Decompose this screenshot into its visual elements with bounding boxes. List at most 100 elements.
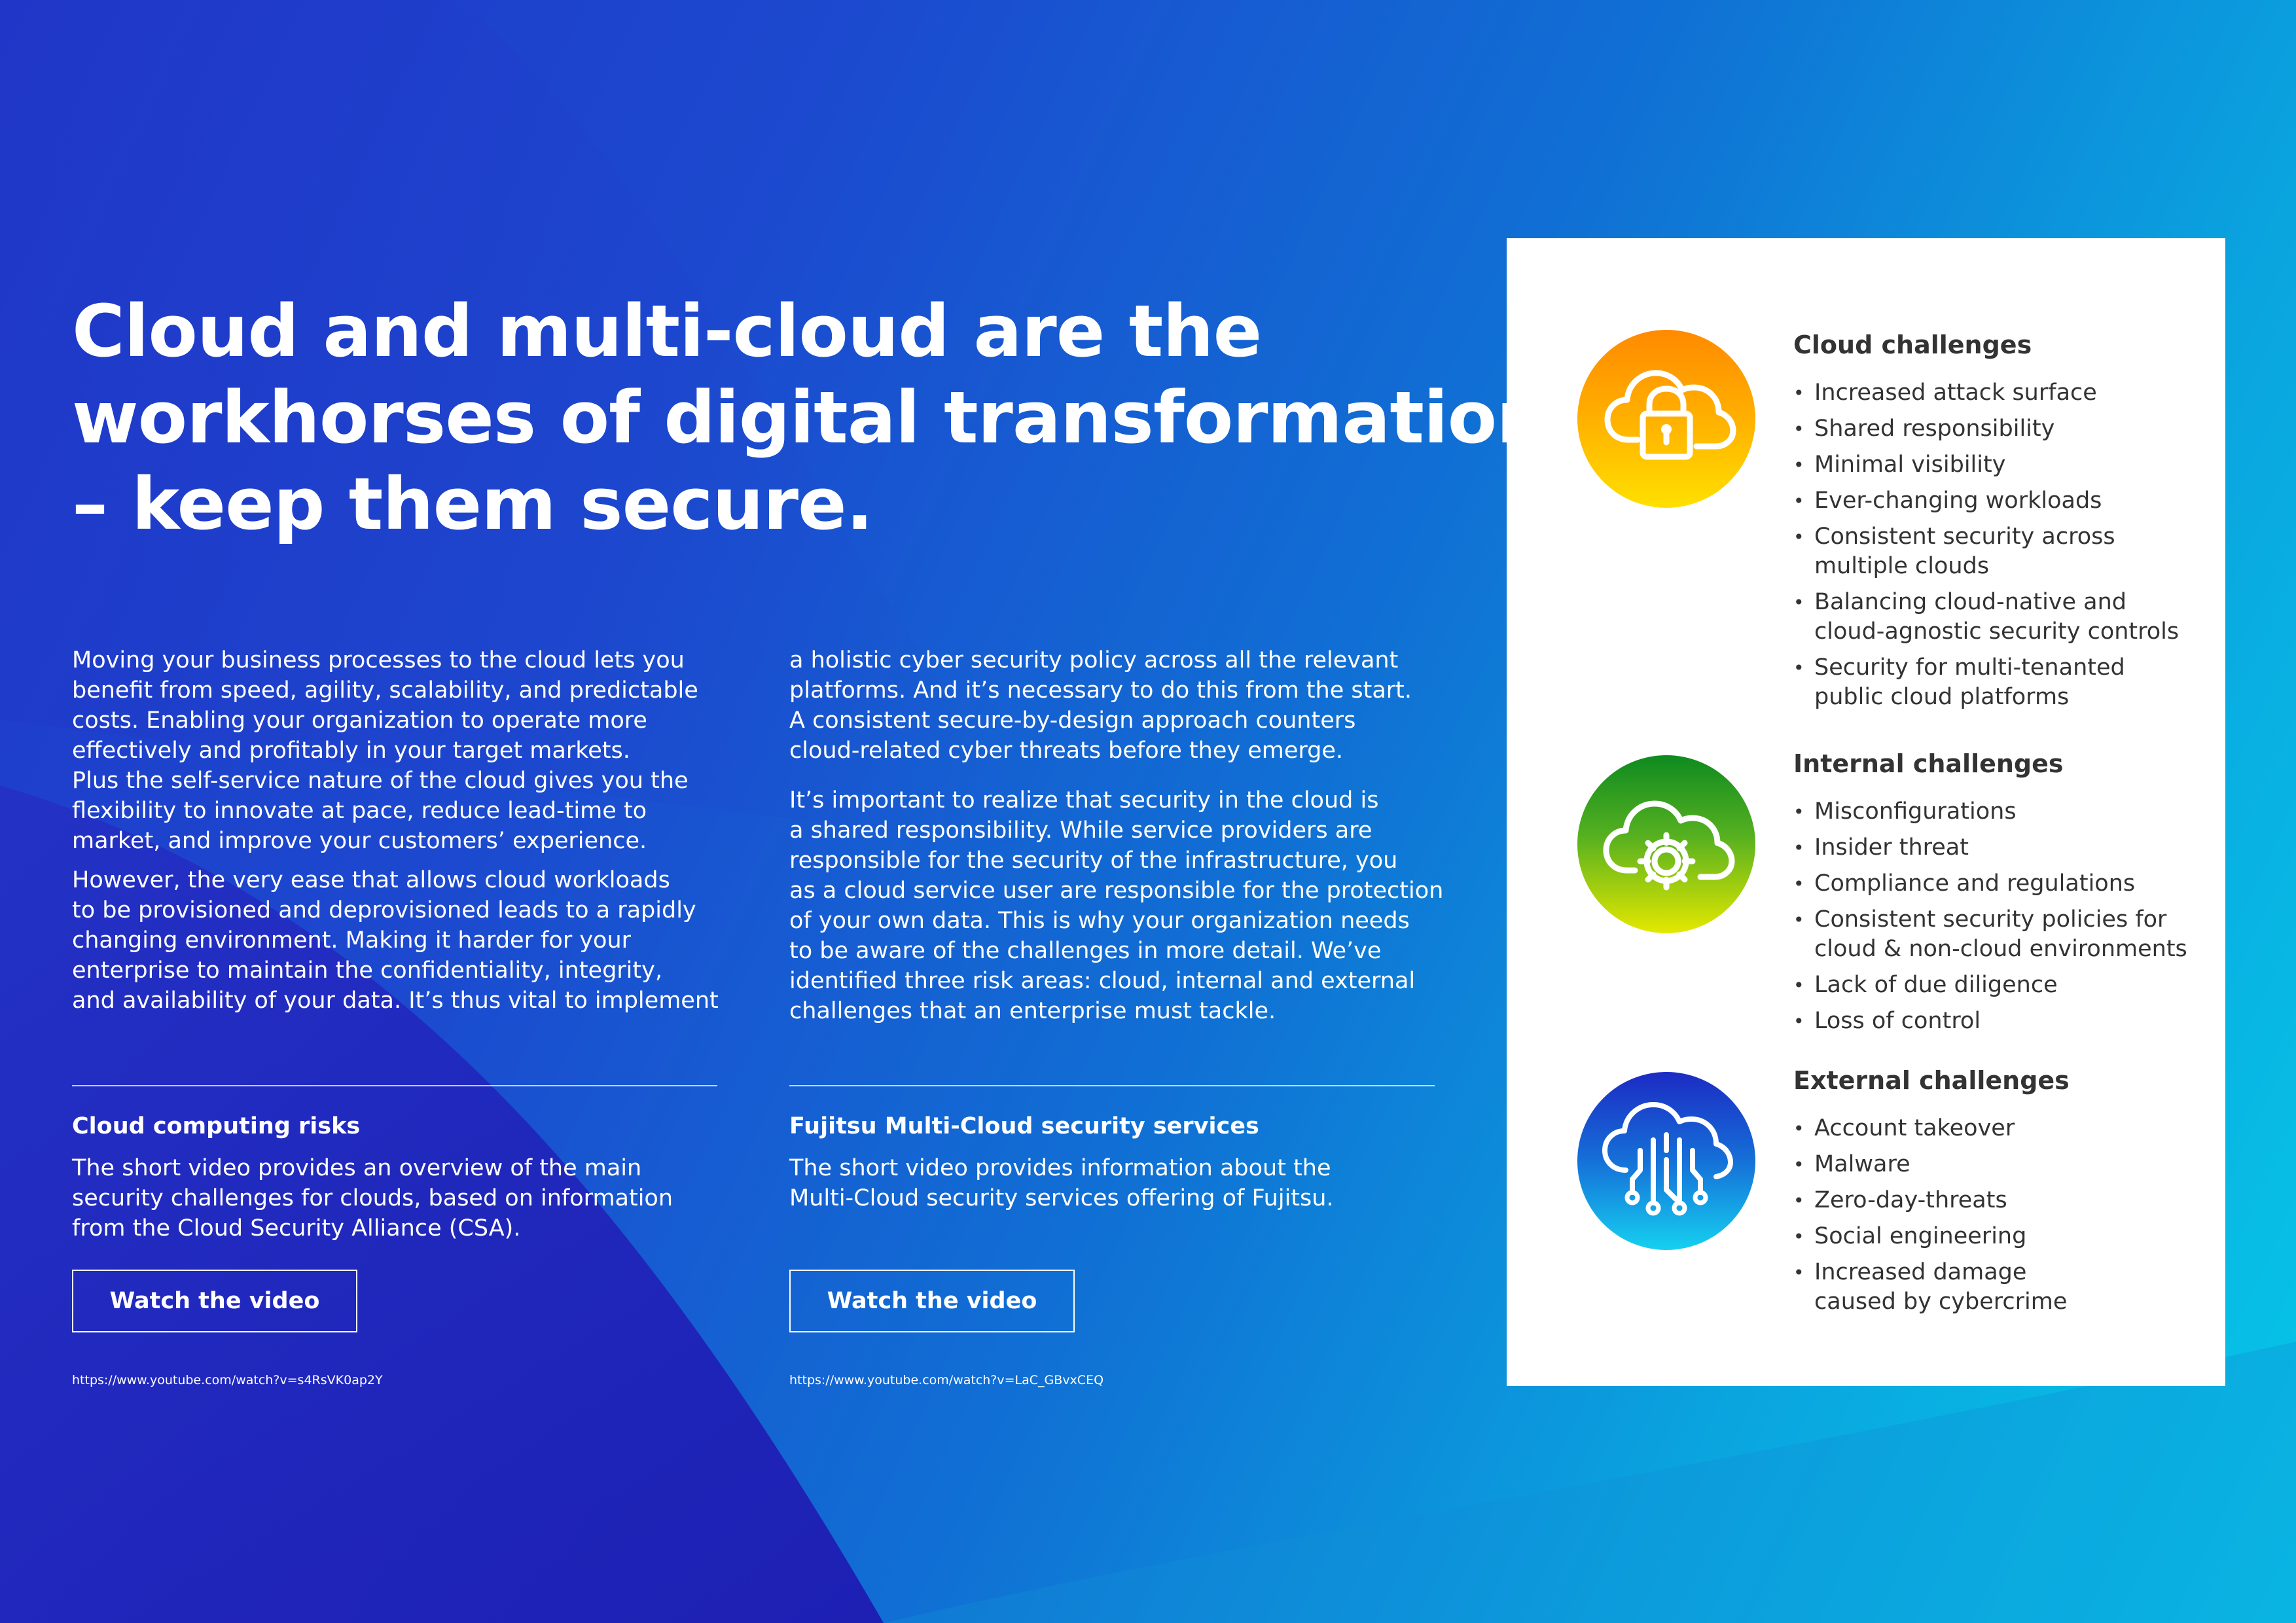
video-title-cloud-risks: Cloud computing risks xyxy=(72,1113,361,1139)
video-link-cloud-risks[interactable]: https://www.youtube.com/watch?v=s4RsVK0a… xyxy=(72,1373,383,1387)
text-line: from the Cloud Security Alliance (CSA). xyxy=(72,1215,521,1241)
text-line: a shared responsibility. While service p… xyxy=(789,817,1372,844)
text-line: enterprise to maintain the confidentiali… xyxy=(72,957,662,984)
text-line: a holistic cyber security policy across … xyxy=(789,647,1399,673)
text-line: responsible for the security of the infr… xyxy=(789,847,1398,874)
page-title: Cloud and multi-cloud are the workhorses… xyxy=(72,288,1548,547)
list-item: Compliance and regulations xyxy=(1793,869,2187,899)
text-line: cloud-agnostic security controls xyxy=(1814,618,2179,645)
text-line: Security for multi-tenanted xyxy=(1814,654,2125,681)
text-line: of your own data. This is why your organ… xyxy=(789,908,1410,934)
text-line: changing environment. Making it harder f… xyxy=(72,927,632,954)
text-line: Lack of due diligence xyxy=(1814,972,2058,998)
cloud-gear-icon xyxy=(1577,755,1755,933)
list-item: Zero-day-threats xyxy=(1793,1186,2067,1215)
text-line: multiple clouds xyxy=(1814,553,1990,579)
text-line: effectively and profitably in your targe… xyxy=(72,738,630,764)
cloud-challenges-list: Increased attack surface Shared responsi… xyxy=(1793,378,2179,719)
divider xyxy=(789,1085,1435,1086)
intro-column-left: Moving your business processes to the cl… xyxy=(72,645,726,1025)
text-line: platforms. And it’s necessary to do this… xyxy=(789,677,1412,704)
list-item: Malware xyxy=(1793,1150,2067,1179)
title-line-1: Cloud and multi-cloud are the xyxy=(72,289,1262,373)
watch-video-button-fujitsu-security[interactable]: Watch the video xyxy=(789,1270,1075,1332)
text-line: challenges that an enterprise must tackl… xyxy=(789,998,1276,1024)
text-line: identified three risk areas: cloud, inte… xyxy=(789,968,1416,994)
text-line: cloud & non-cloud environments xyxy=(1814,936,2187,962)
text-line: Social engineering xyxy=(1814,1223,2027,1249)
list-item: Loss of control xyxy=(1793,1007,2187,1036)
text-line: flexibility to innovate at pace, reduce … xyxy=(72,798,647,824)
video-title-fujitsu-security: Fujitsu Multi-Cloud security services xyxy=(789,1113,1259,1139)
text-line: costs. Enabling your organization to ope… xyxy=(72,707,647,734)
text-line: caused by cybercrime xyxy=(1814,1289,2068,1315)
text-line: Increased damage xyxy=(1814,1259,2027,1285)
text-line: Zero-day-threats xyxy=(1814,1187,2007,1213)
section-title-internal: Internal challenges xyxy=(1793,749,2064,778)
text-line: security challenges for clouds, based on… xyxy=(72,1185,673,1211)
text-line: Loss of control xyxy=(1814,1008,1981,1034)
list-item: Misconfigurations xyxy=(1793,797,2187,827)
list-item: Consistent security across multiple cloud… xyxy=(1793,522,2179,581)
section-title-external: External challenges xyxy=(1793,1066,2070,1095)
text-line: benefit from speed, agility, scalability… xyxy=(72,677,698,704)
cloud-circuit-icon xyxy=(1577,1072,1755,1250)
text-line: It’s important to realize that security … xyxy=(789,787,1379,813)
list-item: Increased attack surface xyxy=(1793,378,2179,408)
cloud-lock-icon xyxy=(1577,330,1755,508)
intro-paragraph: However, the very ease that allows cloud… xyxy=(72,865,726,1016)
text-line: Multi-Cloud security services offering o… xyxy=(789,1185,1334,1211)
video-link-fujitsu-security[interactable]: https://www.youtube.com/watch?v=LaC_GBvx… xyxy=(789,1373,1104,1387)
text-line: Consistent security across xyxy=(1814,524,2115,550)
list-item: Social engineering xyxy=(1793,1222,2067,1251)
title-line-2: workhorses of digital transformation xyxy=(72,376,1548,459)
text-line: Plus the self-service nature of the clou… xyxy=(72,768,689,794)
list-item: Consistent security policies for cloud & … xyxy=(1793,905,2187,964)
text-line: Balancing cloud-native and xyxy=(1814,589,2127,615)
list-item: Ever-changing workloads xyxy=(1793,486,2179,516)
text-line: The short video provides information abo… xyxy=(789,1155,1331,1181)
external-challenges-list: Account takeover Malware Zero-day-threat… xyxy=(1793,1114,2067,1323)
text-line: Compliance and regulations xyxy=(1814,870,2136,897)
internal-challenges-list: Misconfigurations Insider threat Complia… xyxy=(1793,797,2187,1043)
text-line: Increased attack surface xyxy=(1814,380,2097,406)
title-line-3: – keep them secure. xyxy=(72,462,873,546)
intro-paragraph: It’s important to realize that security … xyxy=(789,785,1444,1026)
text-line: public cloud platforms xyxy=(1814,684,2070,710)
list-item: Minimal visibility xyxy=(1793,450,2179,480)
video-description-fujitsu-security: The short video provides information abo… xyxy=(789,1153,1334,1213)
list-item: Lack of due diligence xyxy=(1793,971,2187,1000)
list-item: Balancing cloud-native and cloud-agnostic… xyxy=(1793,588,2179,647)
video-description-cloud-risks: The short video provides an overview of … xyxy=(72,1153,673,1243)
challenges-card: Cloud challenges Increased attack surfac… xyxy=(1507,238,2225,1386)
text-line: Misconfigurations xyxy=(1814,798,2017,825)
text-line: Consistent security policies for xyxy=(1814,906,2167,933)
watch-video-button-cloud-risks[interactable]: Watch the video xyxy=(72,1270,357,1332)
text-line: A consistent secure-by-design approach c… xyxy=(789,707,1356,734)
text-line: market, and improve your customers’ expe… xyxy=(72,828,647,854)
text-line: Malware xyxy=(1814,1151,1910,1177)
text-line: The short video provides an overview of … xyxy=(72,1155,642,1181)
text-line: to be provisioned and deprovisioned lead… xyxy=(72,897,696,923)
text-line: as a cloud service user are responsible … xyxy=(789,878,1444,904)
text-line: to be aware of the challenges in more de… xyxy=(789,938,1382,964)
intro-column-right: a holistic cyber security policy across … xyxy=(789,645,1444,1035)
section-title-cloud: Cloud challenges xyxy=(1793,330,2032,359)
text-line: cloud-related cyber threats before they … xyxy=(789,738,1343,764)
text-line: Moving your business processes to the cl… xyxy=(72,647,685,673)
list-item: Account takeover xyxy=(1793,1114,2067,1143)
intro-paragraph: Moving your business processes to the cl… xyxy=(72,645,726,856)
text-line: Minimal visibility xyxy=(1814,452,2006,478)
text-line: However, the very ease that allows cloud… xyxy=(72,867,670,893)
list-item: Shared responsibility xyxy=(1793,414,2179,444)
list-item: Security for multi-tenanted public cloud … xyxy=(1793,653,2179,712)
intro-paragraph: a holistic cyber security policy across … xyxy=(789,645,1444,766)
list-item: Increased damage caused by cybercrime xyxy=(1793,1258,2067,1317)
list-item: Insider threat xyxy=(1793,833,2187,863)
text-line: Insider threat xyxy=(1814,834,1969,861)
text-line: Account takeover xyxy=(1814,1115,2015,1141)
text-line: Shared responsibility xyxy=(1814,416,2055,442)
text-line: and availability of your data. It’s thus… xyxy=(72,988,719,1014)
text-line: Ever-changing workloads xyxy=(1814,488,2102,514)
